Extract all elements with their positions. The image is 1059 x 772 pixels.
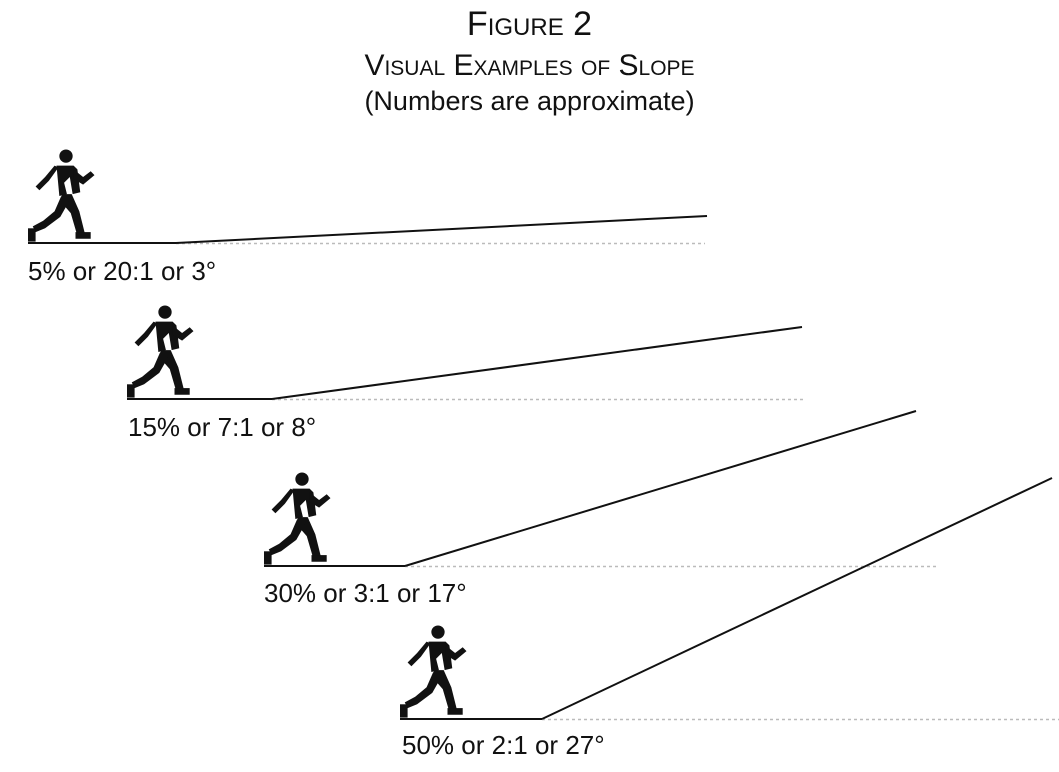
figure-subtitle: Visual Examples of Slope [364, 49, 695, 82]
running-person-icon [28, 149, 95, 242]
slope-label: 15% or 7:1 or 8° [128, 412, 316, 442]
slope-rows: 5% or 20:1 or 3° 15% or 7:1 or 8° 30% or 3… [28, 149, 1059, 760]
running-person-icon [264, 472, 331, 565]
slope-label: 50% or 2:1 or 27° [402, 730, 605, 760]
running-person-icon [400, 625, 467, 718]
slope-line [541, 477, 1053, 720]
slope-line [271, 326, 803, 400]
figure-note: (Numbers are approximate) [364, 86, 695, 116]
slope-label: 5% or 20:1 or 3° [28, 256, 216, 286]
slope-label: 30% or 3:1 or 17° [264, 578, 467, 608]
slope-row: 15% or 7:1 or 8° [127, 305, 804, 442]
slope-row: 30% or 3:1 or 17° [264, 410, 938, 608]
slope-line [404, 410, 917, 567]
running-person-icon [127, 305, 194, 398]
slope-row: 50% or 2:1 or 27° [400, 477, 1059, 760]
slope-line [175, 215, 708, 244]
slope-row: 5% or 20:1 or 3° [28, 149, 708, 286]
figure-title: Figure 2 [466, 5, 593, 43]
